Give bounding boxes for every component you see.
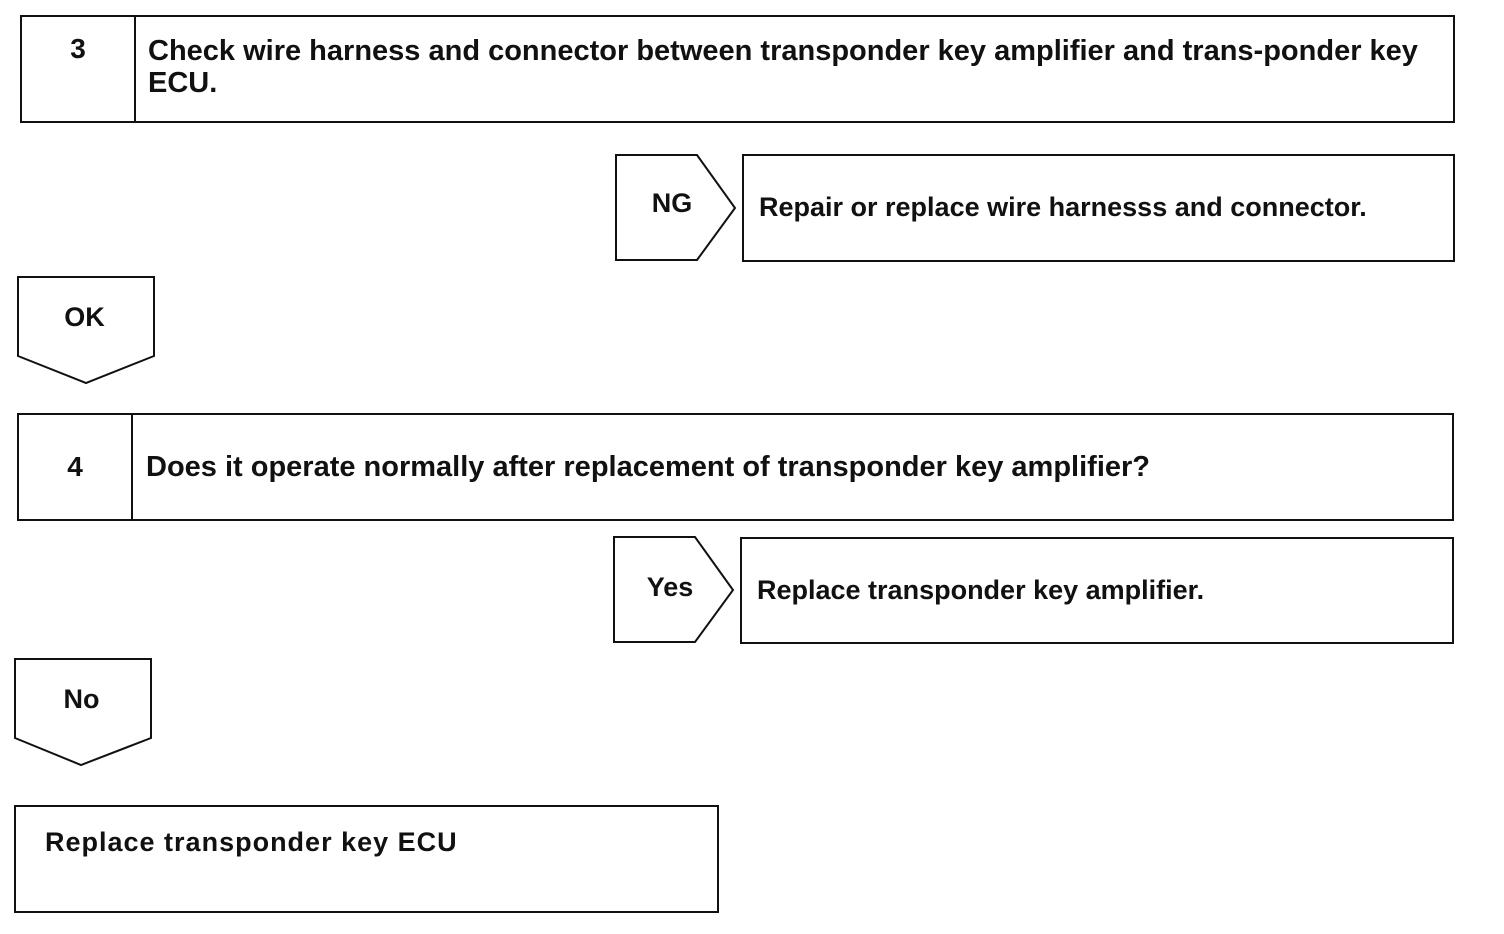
yes-arrow-shape: [613, 536, 735, 643]
ng-result-box: Repair or replace wire harnesss and conn…: [742, 154, 1455, 262]
ok-arrow-shape: [17, 276, 155, 385]
final-result-box: Replace transponder key ECU: [14, 805, 719, 913]
no-badge: No: [14, 658, 154, 768]
ng-badge-label: NG: [651, 188, 693, 218]
ng-badge: NG: [615, 154, 740, 262]
no-arrow-shape: [14, 658, 152, 767]
ok-badge: OK: [17, 276, 157, 386]
yes-badge-label: Yes: [646, 572, 694, 602]
yes-badge: Yes: [613, 536, 738, 644]
ok-badge-label: OK: [64, 302, 105, 332]
step-3-text: Check wire harness and connector between…: [148, 35, 1418, 99]
step-4-number-cell: 4: [19, 415, 133, 519]
final-result-text: Replace transponder key ECU: [45, 827, 458, 857]
yes-result-text: Replace transponder key amplifier.: [757, 575, 1205, 605]
step-4-number: 4: [67, 451, 83, 482]
step-4-box: 4 Does it operate normally after replace…: [17, 413, 1454, 521]
ng-result-text: Repair or replace wire harnesss and conn…: [759, 192, 1367, 222]
yes-result-box: Replace transponder key amplifier.: [740, 537, 1454, 644]
step-3-number-cell: 3: [22, 17, 136, 121]
step-3-box: 3 Check wire harness and connector betwe…: [20, 15, 1455, 123]
step-3-number: 3: [70, 33, 86, 64]
step-4-text: Does it operate normally after replaceme…: [146, 451, 1151, 483]
no-badge-label: No: [63, 684, 100, 714]
ng-arrow-shape: [615, 154, 737, 261]
